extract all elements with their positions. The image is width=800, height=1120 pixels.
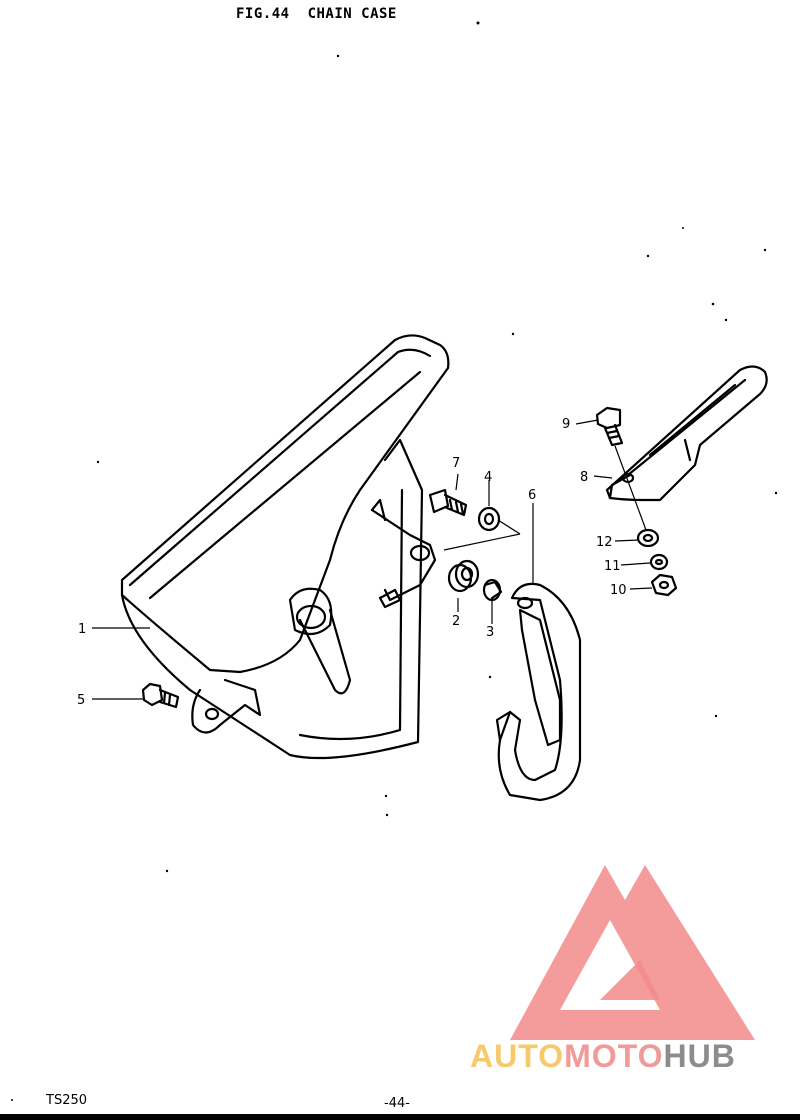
swing-arm-part-8 [605,365,768,502]
watermark-moto: MOTO [564,1038,664,1074]
watermark-hub: HUB [663,1038,736,1074]
part-label-3: 3 [486,625,494,640]
part-label-8: 8 [580,470,588,485]
part-label-12: 12 [596,535,613,550]
part-label-9: 9 [562,417,570,432]
footer-page-number: -44- [384,1096,410,1111]
figure-title: FIG.44 CHAIN CASE [236,6,397,22]
part-label-5: 5 [77,693,85,708]
part-label-6: 6 [528,488,536,503]
spring-washer-part-11 [649,553,669,571]
washer-part-12 [636,528,660,548]
part-label-11: 11 [604,559,621,574]
bolt-part-9 [595,406,624,447]
nut-part-10 [650,573,678,597]
chain-guide-part-6 [495,582,582,802]
bolt-part-7 [428,488,468,517]
automotohub-logo-icon [510,865,755,1040]
bolt-part-5 [141,682,180,709]
part-label-2: 2 [452,614,460,629]
grommet-part-2 [447,559,480,593]
watermark-text: AUTOMOTOHUB [470,1038,736,1075]
leader-lines [92,419,653,700]
part-label-1: 1 [78,622,86,637]
scan-specks [11,21,778,1101]
figure-number: FIG.44 [236,6,290,22]
part-label-7: 7 [452,456,460,471]
watermark-auto: AUTO [470,1038,565,1074]
washer-part-4 [477,506,501,532]
figure-caption: CHAIN CASE [307,6,397,22]
collar-part-3 [482,578,503,602]
part-label-10: 10 [610,583,627,598]
footer-model-code: TS250 [46,1093,88,1108]
chain-case-part-1 [120,334,450,760]
part-label-4: 4 [484,470,492,485]
